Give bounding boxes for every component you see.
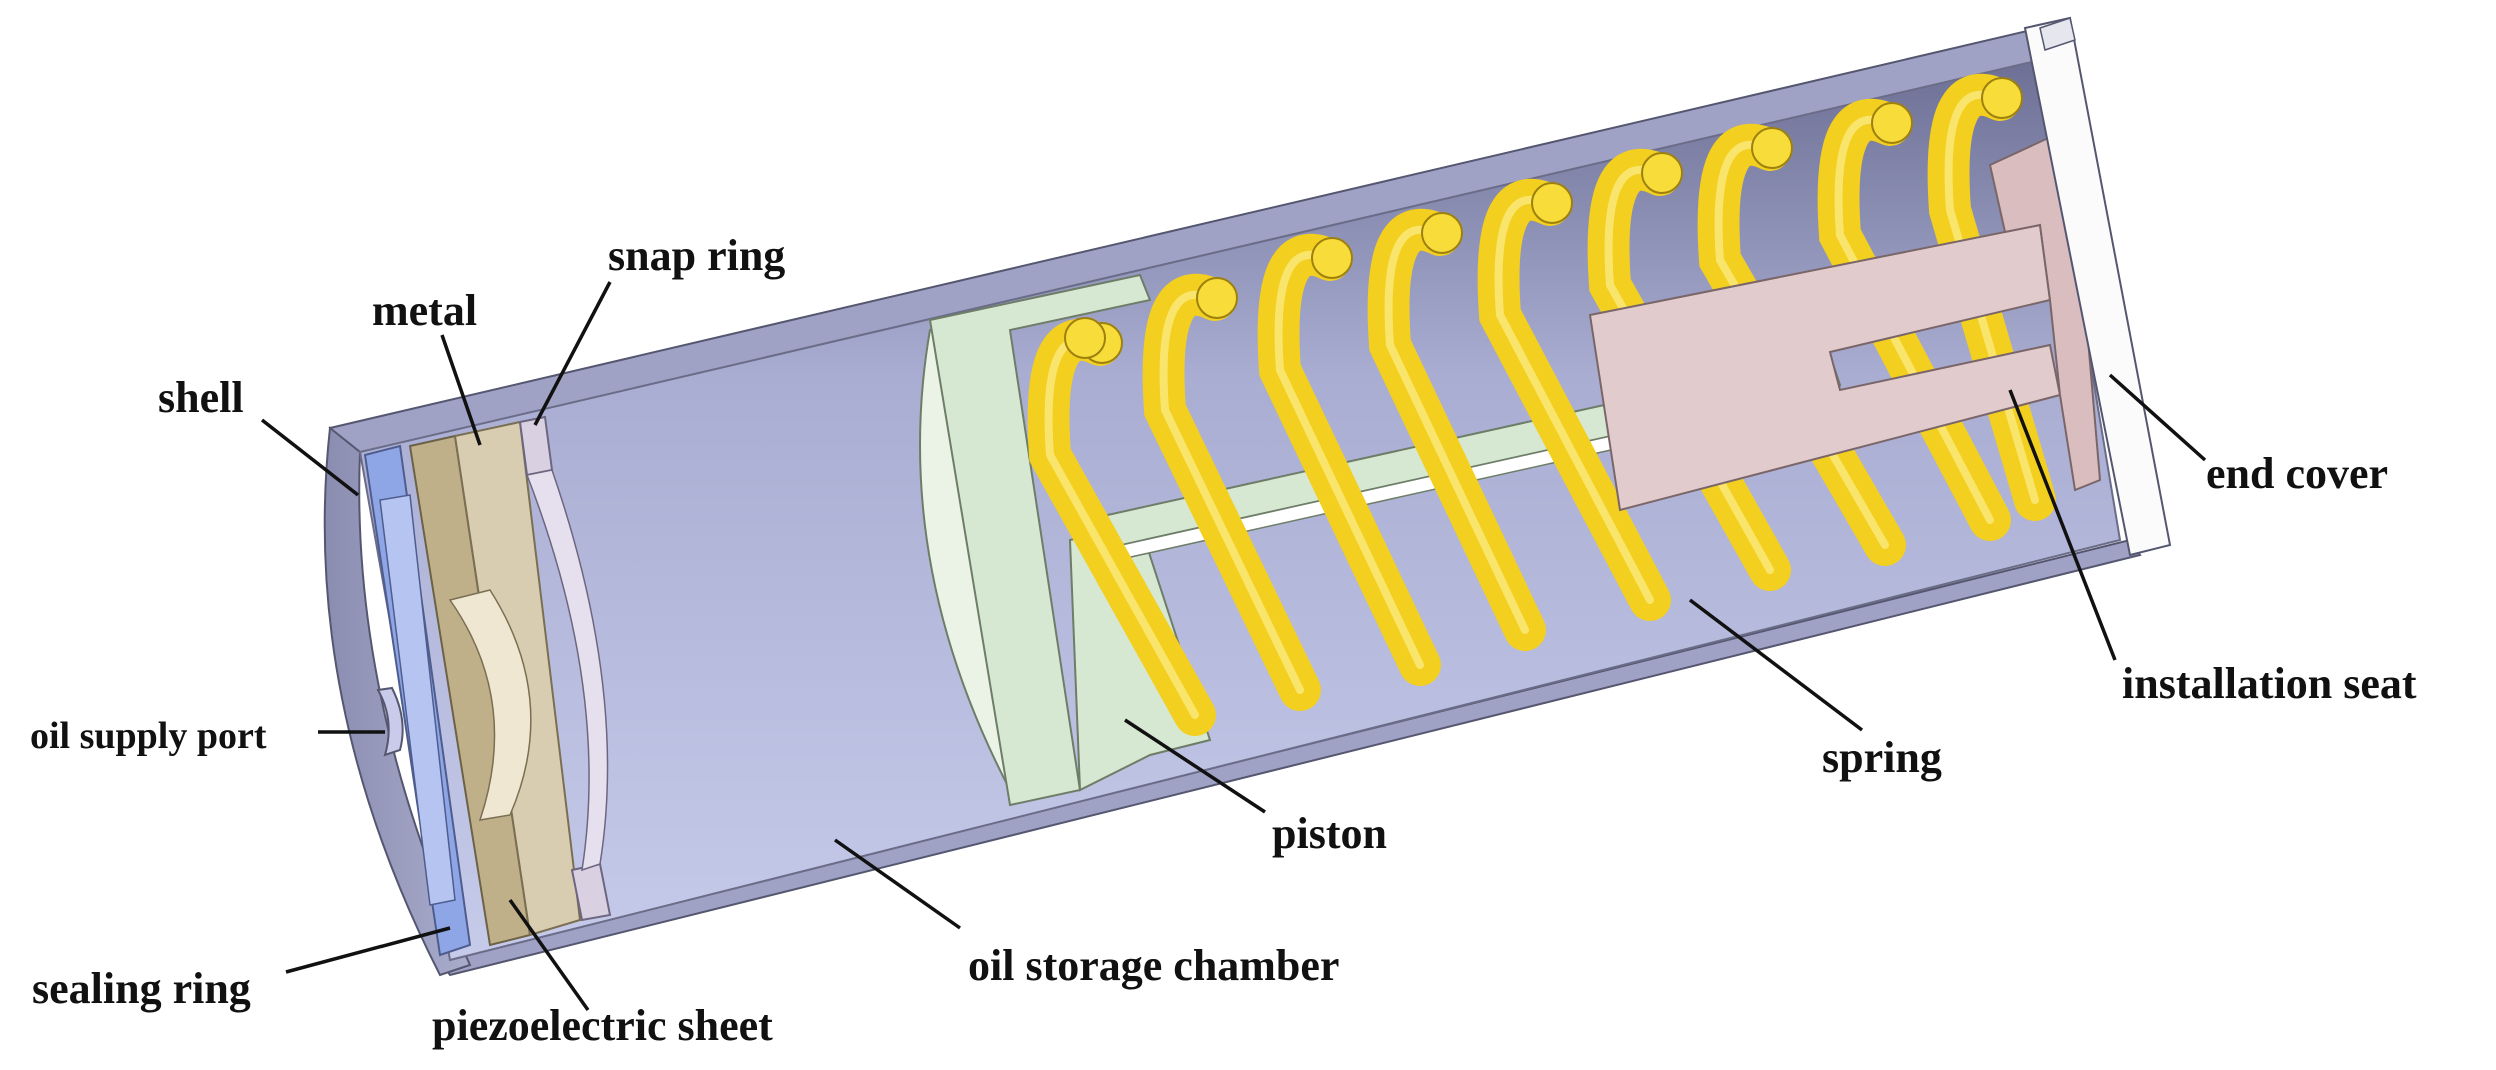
spring-coil-end (1871, 102, 1913, 144)
leader-metal (440, 334, 482, 446)
leader-end-cover (2108, 373, 2207, 462)
spring-coil-end (1311, 237, 1353, 279)
label-installation-seat: installation seat (2122, 659, 2417, 708)
leader-piezoelectric-sheet (508, 898, 590, 1012)
spring-coil-end (1531, 182, 1573, 224)
label-oil-storage-chamber: oil storage chamber (968, 941, 1339, 990)
piston-head (928, 273, 1152, 807)
shell (323, 26, 2142, 977)
spring-coil-end (1421, 212, 1463, 254)
spring-coil-end (1981, 77, 2023, 119)
oil-supply-port-part (376, 686, 404, 757)
shell-left-face (323, 426, 472, 977)
label-sealing-ring: sealing ring (32, 964, 251, 1013)
leader-sealing-ring (285, 926, 451, 974)
spring-coil-end (1196, 277, 1238, 319)
end-cover-part (2023, 16, 2172, 557)
label-oil-supply-port: oil supply port (30, 715, 267, 757)
sealing-ring-inner (379, 494, 456, 906)
spring-coil-end (1641, 152, 1683, 194)
label-spring: spring (1822, 733, 1942, 782)
label-metal: metal (372, 286, 477, 335)
label-piston: piston (1272, 809, 1387, 858)
leader-shell (260, 418, 360, 497)
leader-snap-ring (533, 281, 612, 426)
label-shell: shell (158, 373, 244, 422)
spring-part (1027, 73, 2056, 736)
snap-ring-arc (525, 469, 609, 872)
leader-piston (1124, 718, 1266, 814)
end-cover-edge (2039, 17, 2076, 51)
label-piezoelectric-sheet: piezoelectric sheet (432, 1001, 773, 1050)
labels: shell metal snap ring oil supply port se… (30, 231, 2417, 1050)
label-end-cover: end cover (2206, 449, 2388, 498)
leader-spring (1688, 598, 1864, 732)
leader-lines (260, 281, 2207, 1012)
leader-oil-storage-chamber (833, 838, 962, 930)
metal-inner-bore (448, 589, 532, 821)
spring-coil-end (1064, 317, 1106, 359)
leader-installation-seat (2008, 389, 2117, 661)
label-snap-ring: snap ring (608, 231, 785, 280)
spring-coil-end (1751, 127, 1793, 169)
